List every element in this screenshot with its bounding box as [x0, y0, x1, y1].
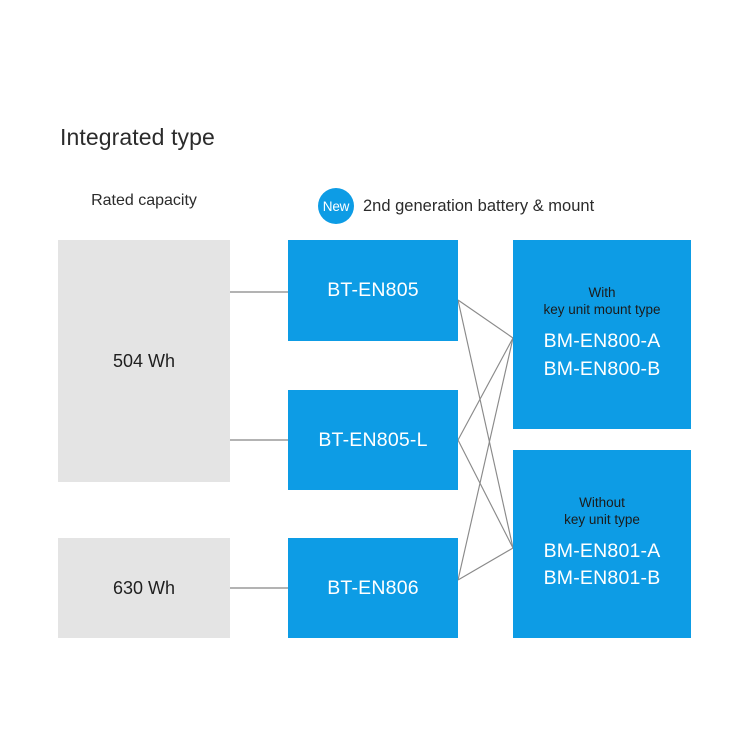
- capacity-label: 630 Wh: [112, 577, 176, 598]
- battery-label: BT-EN806: [327, 576, 419, 599]
- mount-codes: BM-EN801-A BM-EN801-B: [544, 538, 661, 593]
- mount-code-1: BM-EN800-A: [543, 330, 661, 353]
- mount-node-bm-en800[interactable]: With key unit mount type BM-EN800-A BM-E…: [513, 240, 691, 429]
- battery-node-bt-en805-l[interactable]: BT-EN805-L: [288, 390, 458, 490]
- mount-subtitle-line1: Without: [579, 494, 625, 510]
- new-badge-icon: New: [318, 188, 354, 224]
- mount-subtitle: With key unit mount type: [543, 285, 660, 319]
- mount-code-2: BM-EN800-B: [543, 357, 661, 380]
- battery-node-bt-en805[interactable]: BT-EN805: [288, 240, 458, 341]
- capacity-label: 504 Wh: [112, 350, 176, 371]
- mount-code-1: BM-EN801-A: [543, 539, 661, 562]
- battery-node-bt-en806[interactable]: BT-EN806: [288, 538, 458, 638]
- capacity-node-504wh[interactable]: 504 Wh: [58, 240, 230, 482]
- column-header-rated-capacity: Rated capacity: [91, 192, 197, 209]
- legend-new-generation: New 2nd generation battery & mount: [318, 188, 594, 224]
- mount-subtitle-line2: key unit type: [564, 511, 640, 527]
- mount-subtitle: Without key unit type: [564, 495, 640, 529]
- mount-node-bm-en801[interactable]: Without key unit type BM-EN801-A BM-EN80…: [513, 450, 691, 638]
- mount-subtitle-line2: key unit mount type: [543, 302, 661, 318]
- battery-label: BT-EN805-L: [318, 428, 428, 451]
- mount-subtitle-line1: With: [588, 285, 616, 301]
- capacity-node-630wh[interactable]: 630 Wh: [58, 538, 230, 638]
- legend-label: 2nd generation battery & mount: [363, 196, 595, 215]
- mount-codes: BM-EN800-A BM-EN800-B: [544, 328, 661, 383]
- page-title: Integrated type: [60, 124, 215, 150]
- battery-label: BT-EN805: [327, 279, 419, 301]
- mount-code-2: BM-EN801-B: [543, 567, 661, 590]
